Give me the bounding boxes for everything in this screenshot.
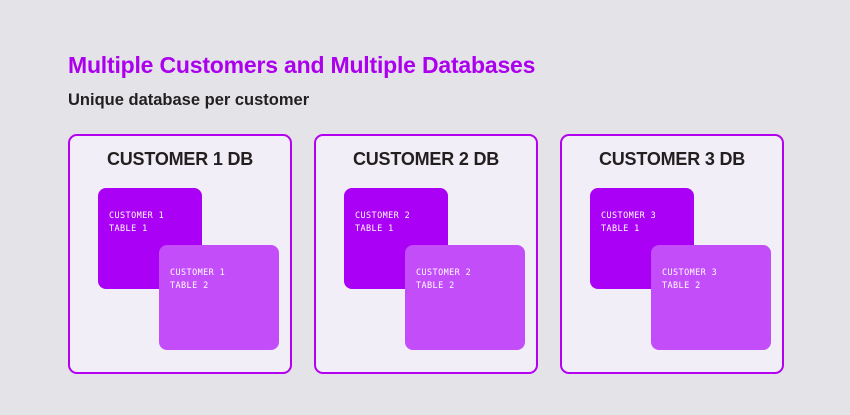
page-title: Multiple Customers and Multiple Database…: [68, 52, 536, 78]
table-box-customer-2-table-2: CUSTOMER 2 TABLE 2: [405, 245, 525, 350]
table-box-label: CUSTOMER 2 TABLE 2: [416, 268, 472, 291]
heading-block: Multiple Customers and Multiple Database…: [68, 52, 535, 110]
table-box-label: CUSTOMER 2 TABLE 1: [355, 211, 411, 234]
table-box-customer-1-table-1: CUSTOMER 1 TABLE 1: [98, 188, 202, 289]
page-subtitle: Unique database per customer: [68, 91, 310, 110]
table-box-label: CUSTOMER 3 TABLE 2: [662, 268, 718, 291]
database-card-customer-2: CUSTOMER 2 DB CUSTOMER 2 TABLE 1 CUSTOME…: [314, 134, 538, 374]
database-card-customer-1: CUSTOMER 1 DB CUSTOMER 1 TABLE 1 CUSTOME…: [68, 134, 292, 374]
database-card-title: CUSTOMER 1 DB: [106, 149, 254, 169]
database-card-customer-3: CUSTOMER 3 DB CUSTOMER 3 TABLE 1 CUSTOME…: [560, 134, 784, 374]
table-box-customer-1-table-2: CUSTOMER 1 TABLE 2: [159, 245, 279, 350]
database-card-title: CUSTOMER 2 DB: [352, 149, 500, 169]
table-box-label: CUSTOMER 1 TABLE 1: [109, 211, 165, 234]
table-box-customer-3-table-2: CUSTOMER 3 TABLE 2: [651, 245, 771, 350]
database-card-title: CUSTOMER 3 DB: [598, 149, 746, 169]
table-box-label: CUSTOMER 3 TABLE 1: [601, 211, 657, 234]
table-box-label: CUSTOMER 1 TABLE 2: [170, 268, 226, 291]
database-cards-row: CUSTOMER 1 DB CUSTOMER 1 TABLE 1 CUSTOME…: [68, 134, 784, 374]
